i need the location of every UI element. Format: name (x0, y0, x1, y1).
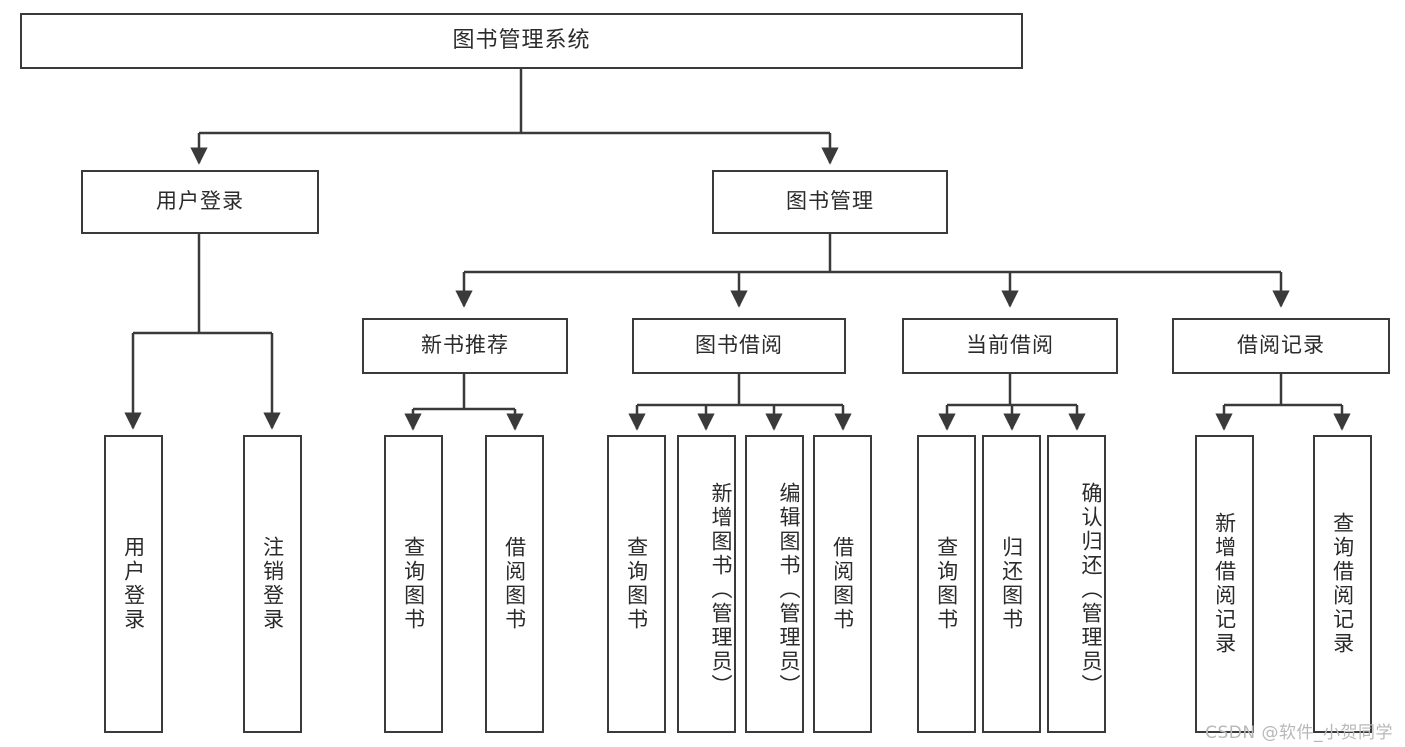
leaf-borrow-books-borrow[interactable]: 借阅图书 (813, 435, 872, 733)
leaf-query-books-borrow[interactable]: 查询图书 (607, 435, 666, 733)
leaf-logout[interactable]: 注销登录 (243, 435, 302, 733)
leaf-add-borrow-record[interactable]: 新增借阅记录 (1195, 435, 1254, 733)
node-root-book-management-system[interactable]: 图书管理系统 (20, 13, 1023, 69)
leaf-query-books-recommend[interactable]: 查询图书 (384, 435, 443, 733)
leaf-query-borrow-record[interactable]: 查询借阅记录 (1313, 435, 1372, 733)
leaf-edit-book-admin[interactable]: 编辑图书（管理员） (745, 435, 804, 733)
node-new-book-recommend[interactable]: 新书推荐 (362, 318, 568, 374)
leaf-query-books-current[interactable]: 查询图书 (917, 435, 976, 733)
node-borrow-record[interactable]: 借阅记录 (1172, 318, 1390, 374)
node-user-login[interactable]: 用户登录 (81, 170, 319, 234)
watermark-text: CSDN @软件_小贺同学 (1205, 723, 1393, 743)
node-book-management[interactable]: 图书管理 (712, 170, 948, 234)
node-current-borrow[interactable]: 当前借阅 (902, 318, 1118, 374)
node-book-borrow[interactable]: 图书借阅 (632, 318, 846, 374)
leaf-return-books[interactable]: 归还图书 (982, 435, 1041, 733)
leaf-user-login[interactable]: 用户登录 (104, 435, 163, 733)
leaf-add-book-admin[interactable]: 新增图书（管理员） (677, 435, 736, 733)
leaf-borrow-books-recommend[interactable]: 借阅图书 (485, 435, 544, 733)
leaf-confirm-return-admin[interactable]: 确认归还（管理员） (1047, 435, 1106, 733)
